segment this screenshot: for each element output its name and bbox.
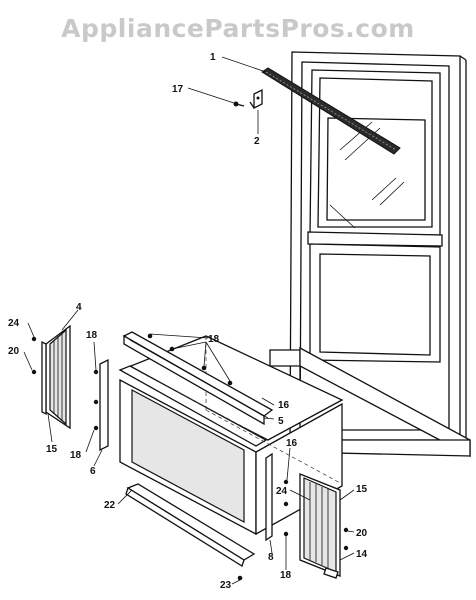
callout-18-top: 18 (208, 334, 220, 345)
callout-18-left-top: 18 (86, 330, 98, 341)
callout-20-right: 20 (356, 528, 368, 539)
callout-18-left-bottom: 18 (70, 450, 82, 461)
leader-lines (23, 56, 355, 585)
callout-2: 2 (254, 136, 260, 147)
callout-24-left: 24 (8, 318, 20, 329)
watermark-text: AppliancePartsPros.com (61, 14, 415, 43)
callout-24-right: 24 (276, 486, 288, 497)
part-23-screw (237, 575, 243, 581)
callout-16-top: 16 (278, 400, 290, 411)
part-5-top-angle (122, 331, 274, 426)
callout-22: 22 (104, 500, 116, 511)
callout-20-left: 20 (8, 346, 20, 357)
callout-6: 6 (90, 466, 96, 477)
part-17-screw (233, 101, 245, 107)
callout-15-left: 15 (46, 444, 58, 455)
callout-23: 23 (220, 580, 232, 591)
right-screws (283, 479, 349, 551)
right-side-curtain (299, 473, 341, 579)
part-16-screws (147, 333, 233, 386)
cabinet-sleeve (118, 335, 344, 536)
part-6-left-frame (99, 358, 109, 452)
callout-15-right: 15 (356, 484, 368, 495)
callout-16-right: 16 (286, 438, 298, 449)
callout-8: 8 (268, 552, 274, 563)
part-8-right-frame (265, 452, 273, 542)
left-screws (31, 336, 99, 431)
callout-labels: 1 17 2 4 24 20 15 18 18 6 18 16 5 16 24 … (8, 52, 368, 591)
callout-5: 5 (278, 416, 284, 427)
callout-18-right-bottom: 18 (280, 570, 292, 581)
callout-14: 14 (356, 549, 368, 560)
callout-1: 1 (210, 52, 216, 63)
part-1-foam-strip (261, 67, 401, 155)
part-2-bracket (249, 88, 263, 110)
callout-4: 4 (76, 302, 82, 313)
part-22-bottom-rail (125, 483, 256, 567)
callout-17: 17 (172, 84, 184, 95)
left-side-curtain (41, 324, 71, 430)
